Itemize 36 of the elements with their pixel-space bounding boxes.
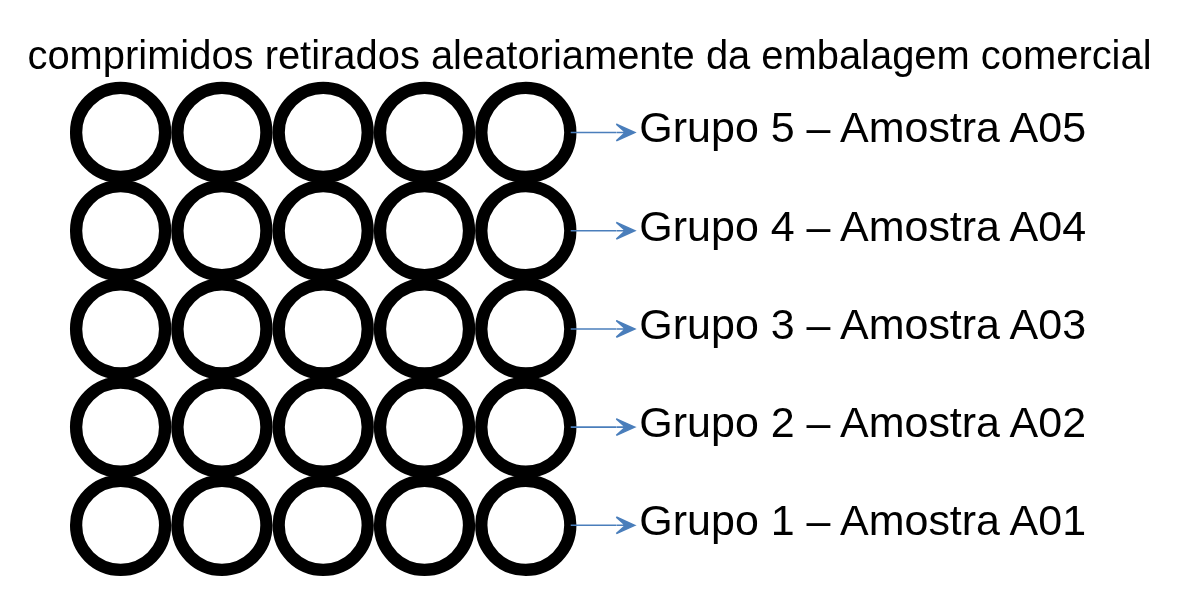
diagram-title: comprimidos retirados aleatoriamente da embalagem comercial xyxy=(27,32,1152,77)
node-circle xyxy=(475,375,577,478)
node-circle xyxy=(69,179,172,281)
node-circle xyxy=(272,179,374,281)
node-circle xyxy=(69,277,172,380)
node-circle xyxy=(171,277,273,380)
arrow xyxy=(569,221,636,240)
node-text: Grupo 2 – Amostra A02 xyxy=(639,397,1087,446)
node-circle xyxy=(272,81,374,183)
node-circle xyxy=(475,179,577,281)
node-circle xyxy=(171,179,273,281)
node-circle xyxy=(272,277,374,380)
node-circle xyxy=(171,375,273,478)
node-circle xyxy=(475,474,577,576)
arrow xyxy=(569,319,636,338)
node-circle xyxy=(171,81,273,183)
node-circle xyxy=(475,277,577,380)
node-circle xyxy=(171,474,273,576)
node-text: Grupo 4 – Amostra A04 xyxy=(639,200,1087,249)
node-circle xyxy=(373,474,476,576)
arrow xyxy=(569,417,636,436)
node-text: Grupo 5 – Amostra A05 xyxy=(639,102,1087,151)
node-circle xyxy=(475,81,577,183)
node-text: Grupo 3 – Amostra A03 xyxy=(639,299,1087,348)
arrow xyxy=(569,122,636,141)
node-text: Grupo 1 – Amostra A01 xyxy=(639,495,1087,544)
node-circle xyxy=(373,81,476,183)
node-circle xyxy=(272,474,374,576)
node-circle xyxy=(69,474,172,576)
node-circle xyxy=(69,81,172,183)
node-circle xyxy=(373,179,476,281)
node-circle xyxy=(373,375,476,478)
node-circle xyxy=(69,375,172,478)
node-circle xyxy=(373,277,476,380)
node-circle xyxy=(272,375,374,478)
arrow xyxy=(569,515,636,534)
